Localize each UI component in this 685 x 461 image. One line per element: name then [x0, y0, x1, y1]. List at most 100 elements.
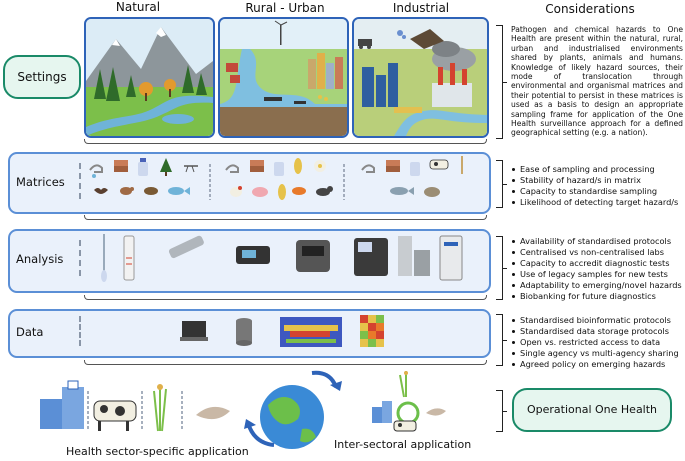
soil-icon	[114, 160, 128, 172]
tap-icon	[89, 164, 103, 178]
mosquito-icon	[184, 165, 198, 173]
matrices-label: Matrices	[16, 175, 65, 189]
tap-icon	[361, 164, 375, 173]
water-bottle-icon	[138, 158, 148, 176]
salmon-icon	[390, 187, 414, 195]
industrial-illustration	[354, 19, 487, 136]
rice-plant-icon	[399, 371, 408, 398]
data-bullet: Standardised bioinformatic protocols	[511, 315, 683, 326]
tree-icon	[160, 158, 172, 176]
analysis-bullet: Availability of standardised protocols	[511, 236, 683, 247]
dog-icon	[316, 186, 333, 196]
fish-icon	[292, 187, 306, 195]
industrial-scene	[352, 17, 489, 138]
data-divider	[79, 316, 81, 346]
matrices-brace	[84, 215, 487, 220]
cow-icon	[429, 159, 449, 170]
cycle-ring-icon	[396, 401, 420, 425]
health-sector-caption: Health sector-specific application	[66, 445, 249, 458]
bird-icon	[120, 187, 134, 195]
data-bullet: Single agency vs multi-agency sharing	[511, 348, 683, 359]
rural-urban-scene	[218, 17, 349, 138]
matrices-bullet: Likelihood of detecting target hazard/s	[511, 197, 683, 208]
settings-considerations-text: Pathogen and chemical hazards to One Hea…	[511, 25, 683, 138]
hospital-icon	[372, 401, 392, 423]
analysis-bullet: Adaptability to emerging/novel hazards	[511, 280, 683, 291]
tap-icon	[225, 164, 239, 173]
operational-bracket	[496, 390, 507, 432]
water-bottle-icon	[274, 162, 284, 176]
thermocycler-icon	[296, 240, 330, 272]
analysis-icons	[101, 234, 463, 282]
fish-icon	[168, 187, 190, 195]
operational-one-health-label: Operational One Health	[526, 403, 658, 416]
sequencer-icon	[236, 246, 270, 264]
column-header-natural: Natural	[115, 0, 161, 14]
matrices-bracket	[496, 160, 507, 208]
bat-icon	[94, 188, 108, 194]
data-bullet: Standardised data storage protocols	[511, 326, 683, 337]
corn-icon	[294, 158, 302, 174]
analysis-label: Analysis	[16, 252, 64, 266]
natural-scene	[84, 17, 215, 138]
swab-icon	[101, 234, 107, 282]
column-header-considerations: Considerations	[545, 2, 635, 16]
matrices-bullet: Ease of sampling and processing	[511, 164, 683, 175]
heatmap-map-icon	[280, 317, 342, 347]
soil-icon	[386, 160, 400, 172]
cow-icon	[93, 400, 137, 431]
matrices-bullet: Capacity to standardise sampling	[511, 186, 683, 197]
analysis-bullet: Capacity to accredit diagnostic tests	[511, 258, 683, 269]
rapid-test-icon	[123, 235, 135, 281]
freezer-icon	[439, 235, 463, 281]
soil-icon	[250, 160, 264, 172]
rural-urban-illustration	[220, 19, 347, 136]
settings-bracket	[496, 25, 507, 139]
data-bullets: Standardised bioinformatic protocols Sta…	[511, 315, 683, 370]
matrices-icons	[89, 156, 463, 200]
analyzer-icon	[354, 238, 388, 276]
inter-sectoral-caption: Inter-sectoral application	[334, 438, 472, 451]
laptop-icon	[180, 321, 208, 341]
data-icons	[180, 315, 384, 347]
data-label: Data	[16, 325, 44, 339]
data-bullet: Agreed policy on emerging hazards	[511, 359, 683, 370]
syringe-icon	[168, 235, 204, 259]
pig-icon	[252, 187, 268, 197]
shrimp-icon	[426, 408, 446, 416]
database-icon	[236, 318, 252, 346]
analysis-bullet: Use of legacy samples for new tests	[511, 269, 683, 280]
bottom-illustration	[40, 370, 446, 449]
analysis-divider	[79, 240, 81, 276]
analysis-bracket	[496, 236, 507, 300]
analysis-bullets: Availability of standardised protocols C…	[511, 236, 683, 302]
operational-one-health-pill: Operational One Health	[512, 388, 672, 432]
matrices-divider	[79, 163, 81, 199]
water-bottle-icon	[410, 162, 420, 176]
hospital-icon	[40, 380, 84, 429]
chicken-icon	[230, 186, 242, 197]
settings-pill: Settings	[3, 55, 81, 99]
analysis-bullet: Centralised vs non-centralised labs	[511, 247, 683, 258]
settings-brace	[84, 139, 487, 144]
flower-icon	[314, 160, 326, 172]
column-header-rural-urban: Rural - Urban	[245, 1, 325, 15]
matrices-bullet: Stability of hazard/s in matrix	[511, 175, 683, 186]
rice-plant-icon	[153, 384, 167, 432]
shrimp-icon	[196, 406, 230, 420]
globe-icon	[260, 385, 324, 449]
analysis-bullet: Biobanking for future diagnostics	[511, 291, 683, 302]
data-bracket	[496, 314, 507, 366]
analysis-brace	[84, 295, 487, 300]
matrices-band	[8, 152, 491, 214]
cow-icon	[393, 420, 417, 432]
settings-label: Settings	[17, 70, 67, 84]
hplc-icon	[398, 236, 430, 276]
column-header-industrial: Industrial	[392, 1, 450, 15]
data-bullet: Open vs. restricted access to data	[511, 337, 683, 348]
corn-icon	[278, 184, 286, 200]
natural-landscape-illustration	[86, 19, 213, 136]
frog-icon	[144, 187, 158, 195]
matrices-bullets: Ease of sampling and processing Stabilit…	[511, 164, 683, 208]
oyster-icon	[424, 187, 440, 197]
